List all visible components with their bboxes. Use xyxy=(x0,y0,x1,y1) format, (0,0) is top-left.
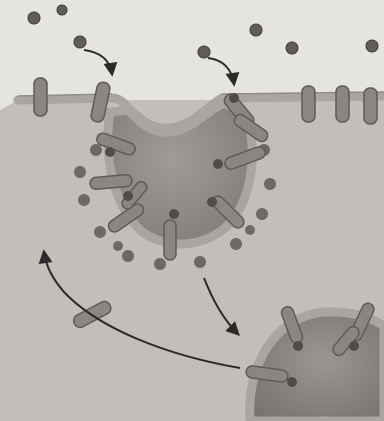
ligand xyxy=(229,93,239,103)
ligand xyxy=(123,191,133,201)
ligand xyxy=(286,42,298,54)
receptor xyxy=(336,86,349,122)
ligand xyxy=(207,197,217,207)
coat-projection xyxy=(94,226,106,238)
ligand xyxy=(287,377,297,387)
ligand xyxy=(198,46,210,58)
ligand xyxy=(105,147,115,157)
coat-projection xyxy=(230,238,242,250)
coat-projection xyxy=(245,225,255,235)
receptor xyxy=(34,78,47,116)
coat-projection xyxy=(256,208,268,220)
coat-projection xyxy=(194,256,206,268)
ligand xyxy=(213,159,223,169)
ligand xyxy=(250,24,262,36)
ligand xyxy=(57,5,67,15)
ligand xyxy=(349,341,359,351)
receptor xyxy=(164,220,176,260)
coat-projection xyxy=(78,194,90,206)
coat-projection xyxy=(122,250,134,262)
receptor xyxy=(302,86,315,122)
ligand xyxy=(293,341,303,351)
coat-projection xyxy=(154,258,166,270)
ligand xyxy=(169,209,179,219)
ligand xyxy=(28,12,40,24)
ligand xyxy=(74,36,86,48)
coat-projection xyxy=(74,166,86,178)
coat-projection xyxy=(90,144,102,156)
receptor xyxy=(364,88,377,124)
coat-projection xyxy=(113,241,123,251)
ligand xyxy=(366,40,378,52)
coat-projection xyxy=(264,178,276,190)
